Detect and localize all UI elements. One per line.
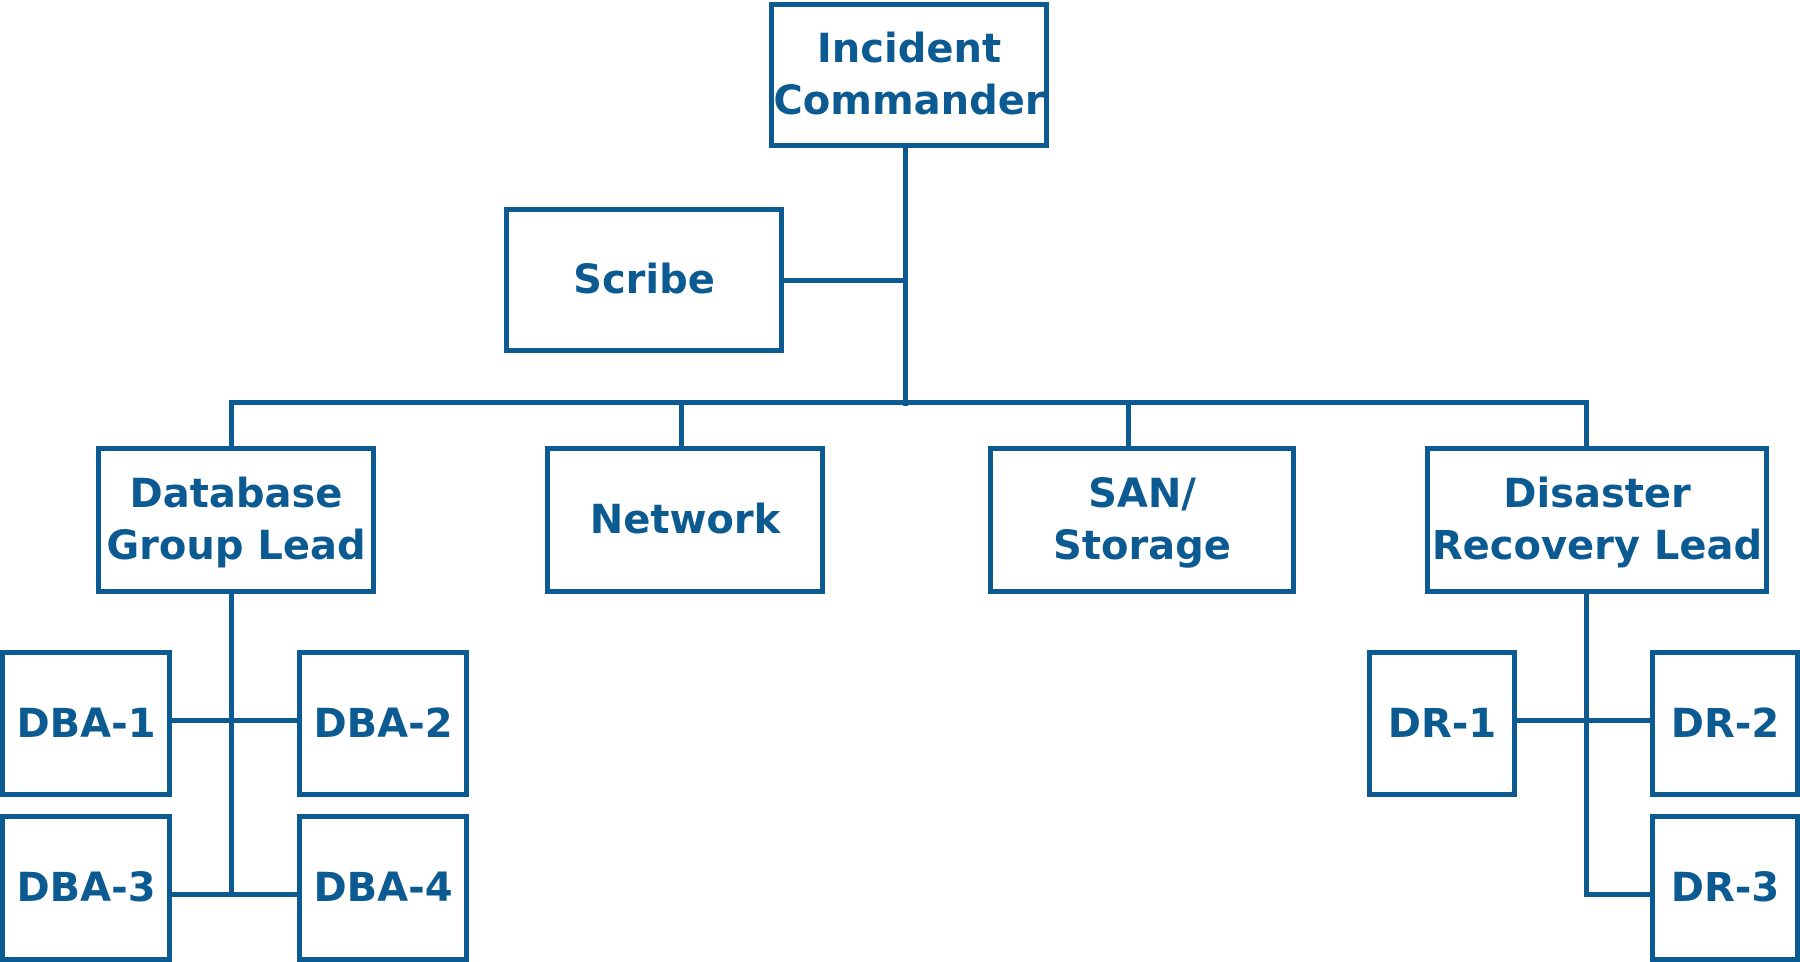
node-label: Incident Commander: [773, 26, 1045, 124]
connector-scribe: [782, 278, 906, 283]
connector-commander-trunk: [903, 146, 908, 406]
node-dr-3: DR-3: [1650, 814, 1800, 962]
node-san-storage: SAN/ Storage: [988, 446, 1296, 594]
connector-dr-row2: [1584, 892, 1655, 897]
node-dr-1: DR-1: [1367, 650, 1517, 797]
connector-main-bus: [229, 400, 1589, 405]
node-label: Database Group Lead: [106, 471, 366, 569]
node-label: DR-2: [1670, 700, 1780, 747]
connector-dba-row2: [170, 892, 300, 897]
connector-dba-row1: [170, 718, 300, 723]
connector-network-drop: [679, 400, 684, 450]
node-dba-2: DBA-2: [297, 650, 469, 797]
node-label: Disaster Recovery Lead: [1431, 471, 1763, 569]
node-label: DBA-4: [313, 865, 453, 911]
node-dba-1: DBA-1: [0, 650, 172, 797]
node-dba-4: DBA-4: [297, 814, 469, 962]
node-dr-2: DR-2: [1650, 650, 1800, 797]
node-label: DBA-2: [313, 700, 453, 747]
connector-dr-trunk: [1584, 592, 1589, 897]
connector-dr-lead-drop: [1584, 400, 1589, 450]
node-label: DBA-3: [16, 865, 156, 911]
node-label: SAN/ Storage: [1053, 471, 1231, 569]
node-label: DR-3: [1670, 865, 1780, 911]
connector-dr-row1: [1515, 718, 1655, 723]
node-disaster-recovery-lead: Disaster Recovery Lead: [1425, 446, 1769, 594]
connector-db-trunk: [229, 592, 234, 897]
node-label: Scribe: [573, 257, 715, 303]
node-dba-3: DBA-3: [0, 814, 172, 962]
node-label: DBA-1: [16, 700, 156, 747]
node-label: Network: [589, 497, 781, 543]
node-network: Network: [545, 446, 825, 594]
connector-san-drop: [1126, 400, 1131, 450]
node-scribe: Scribe: [504, 207, 784, 353]
node-database-group-lead: Database Group Lead: [96, 446, 376, 594]
node-incident-commander: Incident Commander: [769, 2, 1049, 148]
node-label: DR-1: [1387, 700, 1497, 747]
connector-db-lead-drop: [229, 400, 234, 450]
